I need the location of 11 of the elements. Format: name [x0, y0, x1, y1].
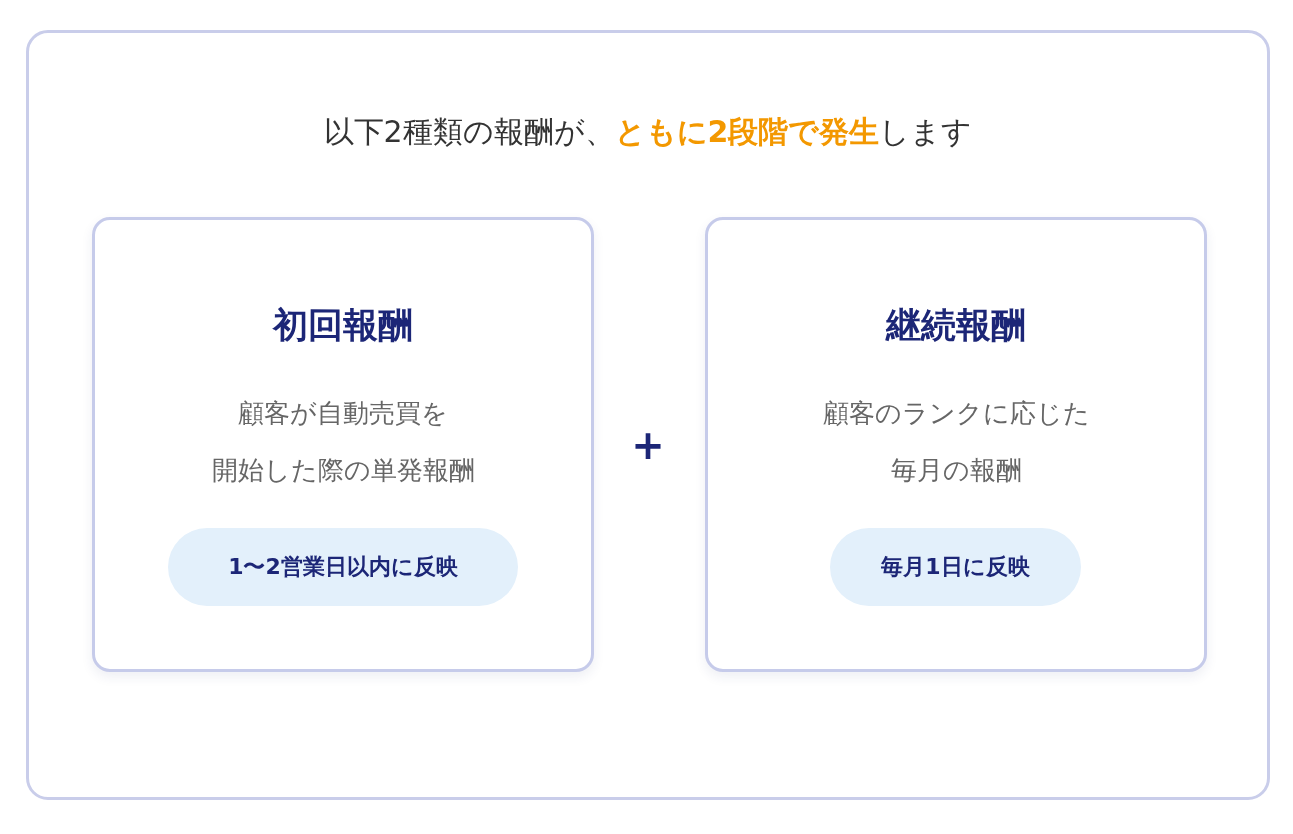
outer-panel	[26, 30, 1270, 800]
card-title: 継続報酬	[884, 304, 1027, 347]
card-title: 初回報酬	[271, 304, 414, 347]
plus-sign: +	[630, 425, 666, 465]
badge-text: 1〜2営業日以内に反映	[228, 553, 458, 581]
card-description: 顧客が自動売買を開始した際の単発報酬	[210, 397, 476, 487]
reward-card	[705, 217, 1207, 672]
reward-card	[92, 217, 594, 672]
badge-text: 毎月1日に反映	[881, 553, 1030, 581]
heading: 以下2種類の報酬が、ともに2段階で発生します	[322, 113, 974, 151]
card-description: 顧客のランクに応じた毎月の報酬	[821, 397, 1091, 487]
